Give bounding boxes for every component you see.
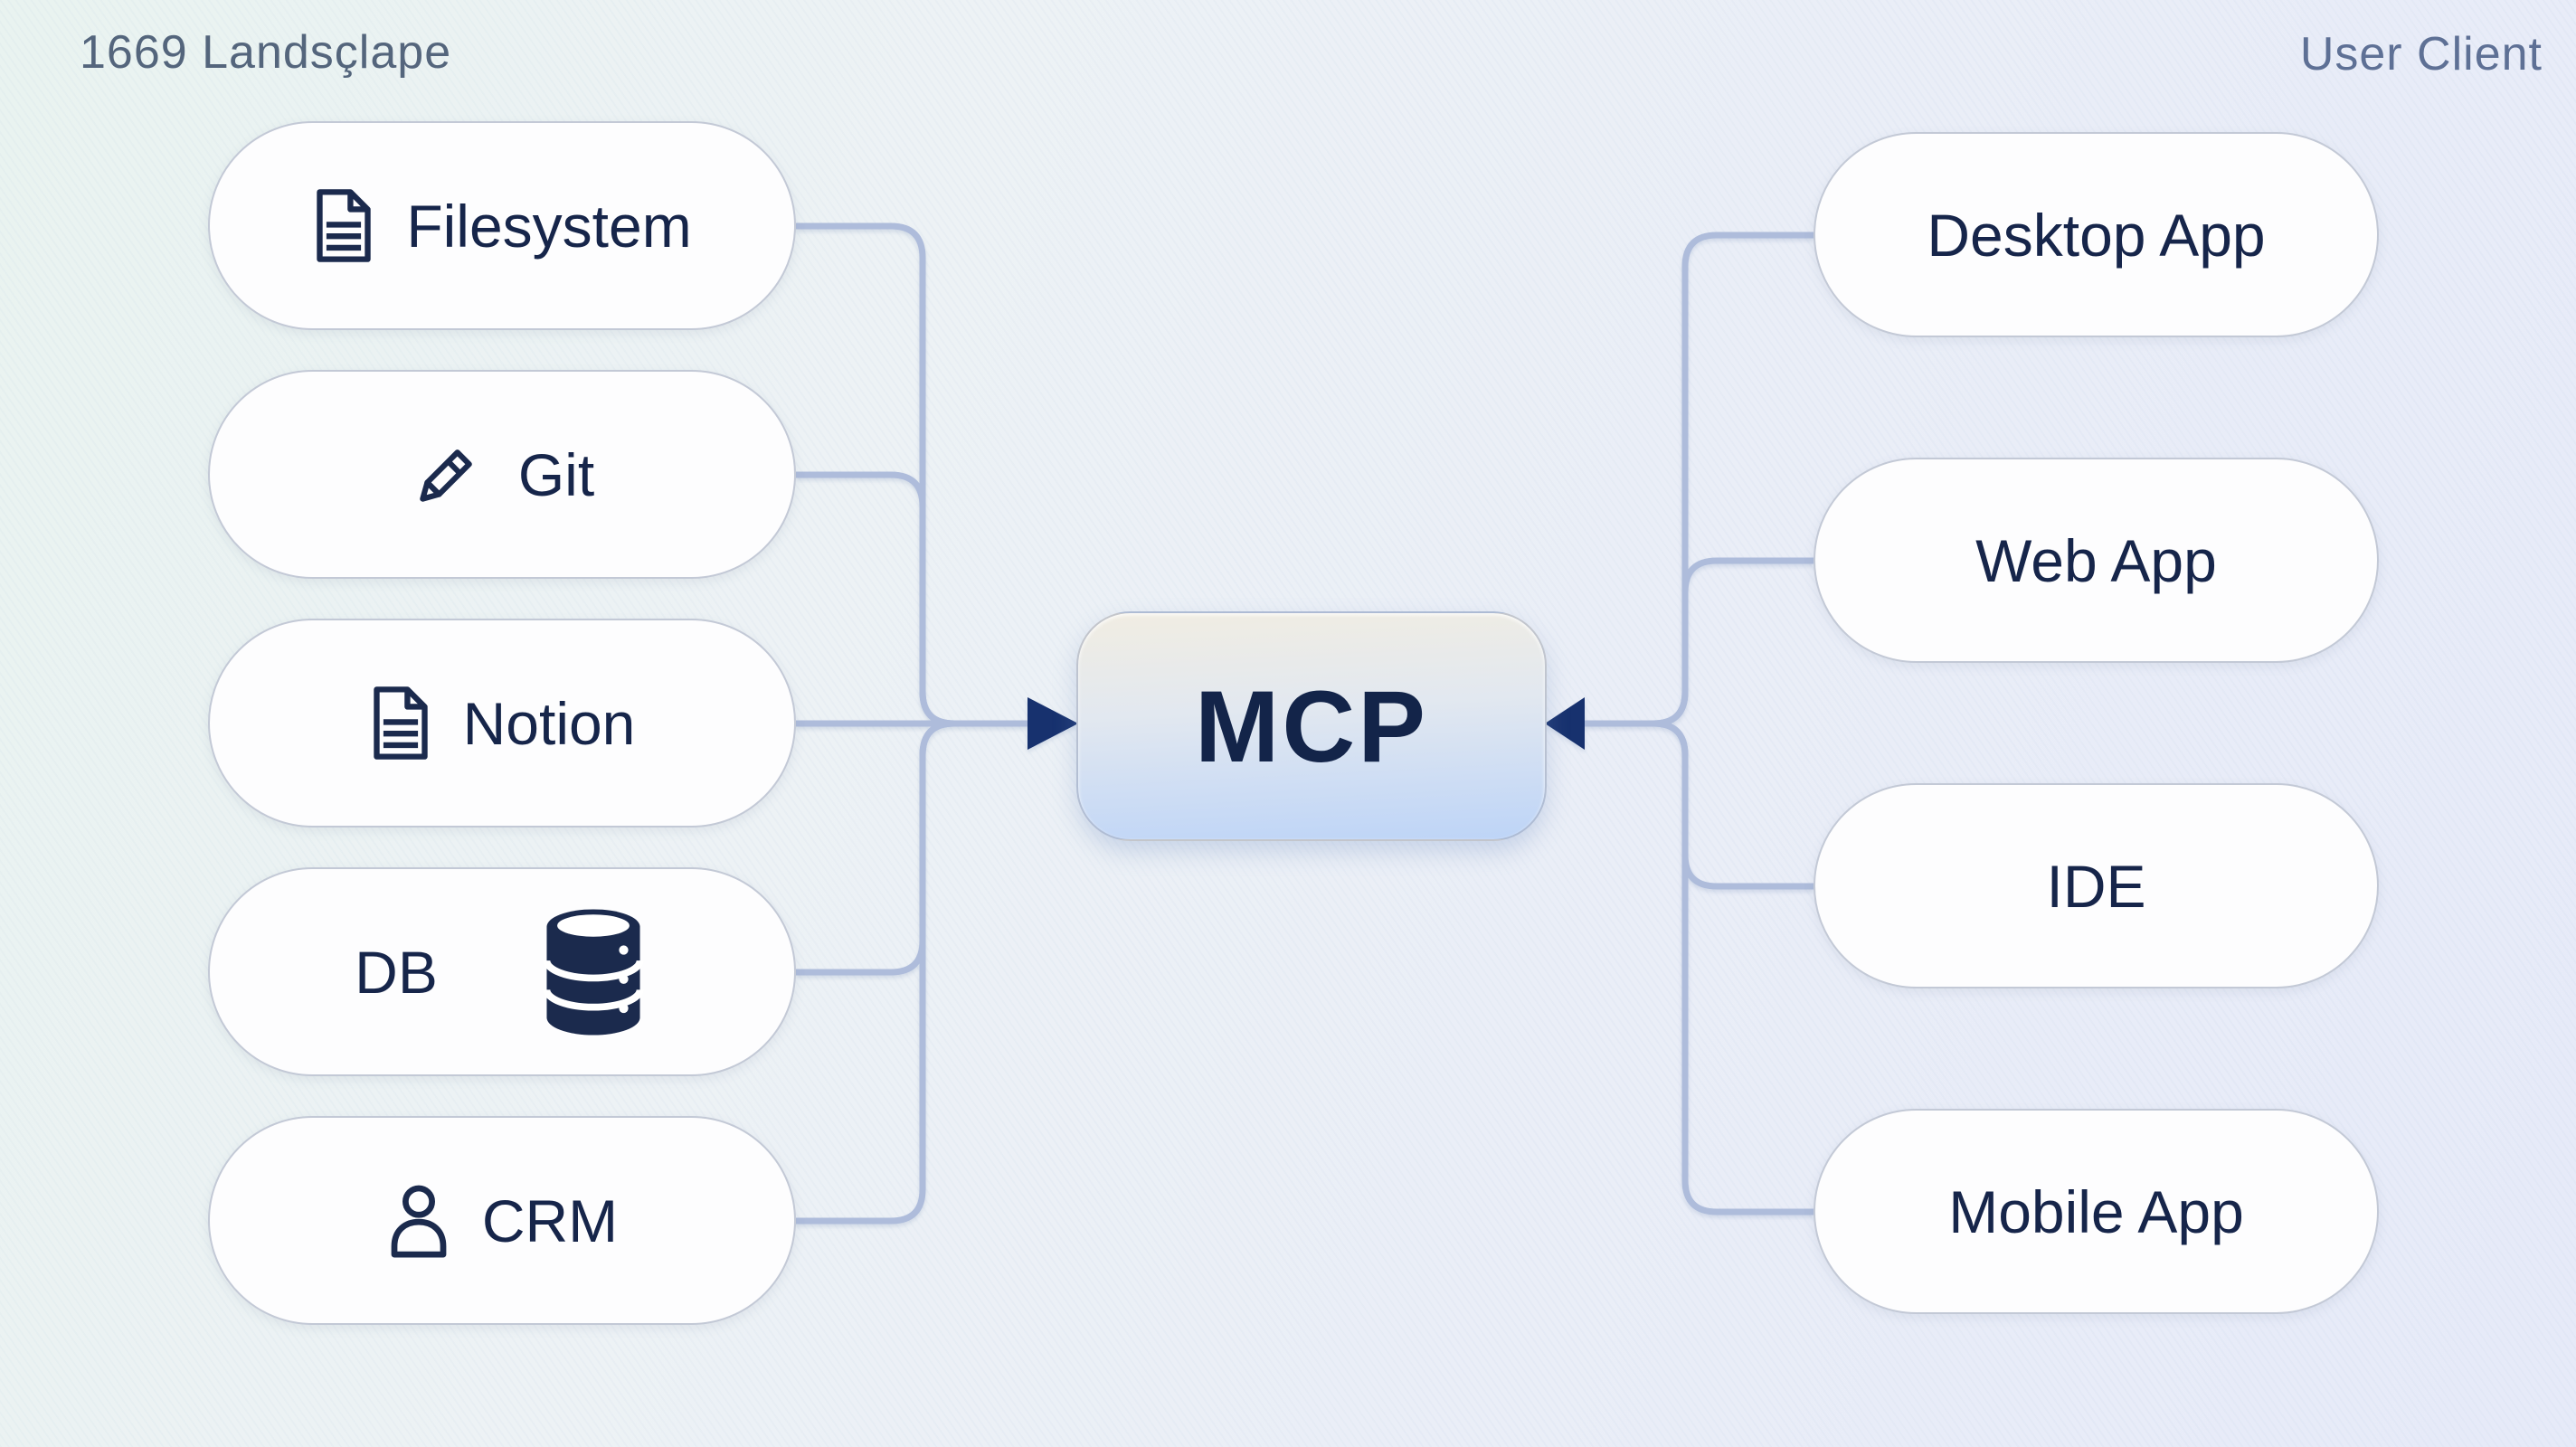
person-icon xyxy=(391,1185,447,1257)
node-mcp: MCP xyxy=(1076,611,1547,841)
node-label: IDE xyxy=(2046,852,2146,920)
node-db: DB xyxy=(208,867,796,1076)
node-label: Desktop App xyxy=(1927,201,2266,269)
document-icon xyxy=(317,189,372,262)
node-label: Git xyxy=(517,440,595,508)
page-title: 1669 Landsçlape xyxy=(80,26,452,79)
arrow-into-mcp-left-icon xyxy=(1028,697,1078,750)
node-crm: CRM xyxy=(208,1116,796,1325)
node-filesystem: Filesystem xyxy=(208,121,796,330)
edge-desktop-mcp xyxy=(1585,232,1814,727)
node-web-app: Web App xyxy=(1814,458,2379,663)
node-notion: Notion xyxy=(208,619,796,828)
database-icon xyxy=(543,908,644,1036)
corner-label: User Client xyxy=(2299,28,2543,80)
node-label: MCP xyxy=(1195,669,1428,783)
node-ide: IDE xyxy=(1814,783,2379,988)
node-label: Web App xyxy=(1975,526,2217,594)
node-label: Mobile App xyxy=(1948,1177,2244,1245)
node-mobile-app: Mobile App xyxy=(1814,1109,2379,1314)
edge-git-mcp xyxy=(796,471,1028,727)
node-git: Git xyxy=(208,370,796,579)
edge-db-mcp xyxy=(796,720,1028,976)
node-label: Filesystem xyxy=(406,192,692,260)
node-desktop-app: Desktop App xyxy=(1814,132,2379,337)
edge-mobile-mcp xyxy=(1585,720,1814,1215)
edge-ide-mcp xyxy=(1585,720,1814,890)
edge-crm-mcp xyxy=(796,720,1028,1225)
arrow-into-mcp-right-icon xyxy=(1545,697,1585,750)
pencil-icon xyxy=(420,449,472,502)
node-label: CRM xyxy=(481,1187,619,1254)
edge-webapp-mcp xyxy=(1585,557,1814,727)
node-label: DB xyxy=(355,938,438,1006)
document-icon xyxy=(373,686,428,760)
node-label: Notion xyxy=(462,689,636,757)
